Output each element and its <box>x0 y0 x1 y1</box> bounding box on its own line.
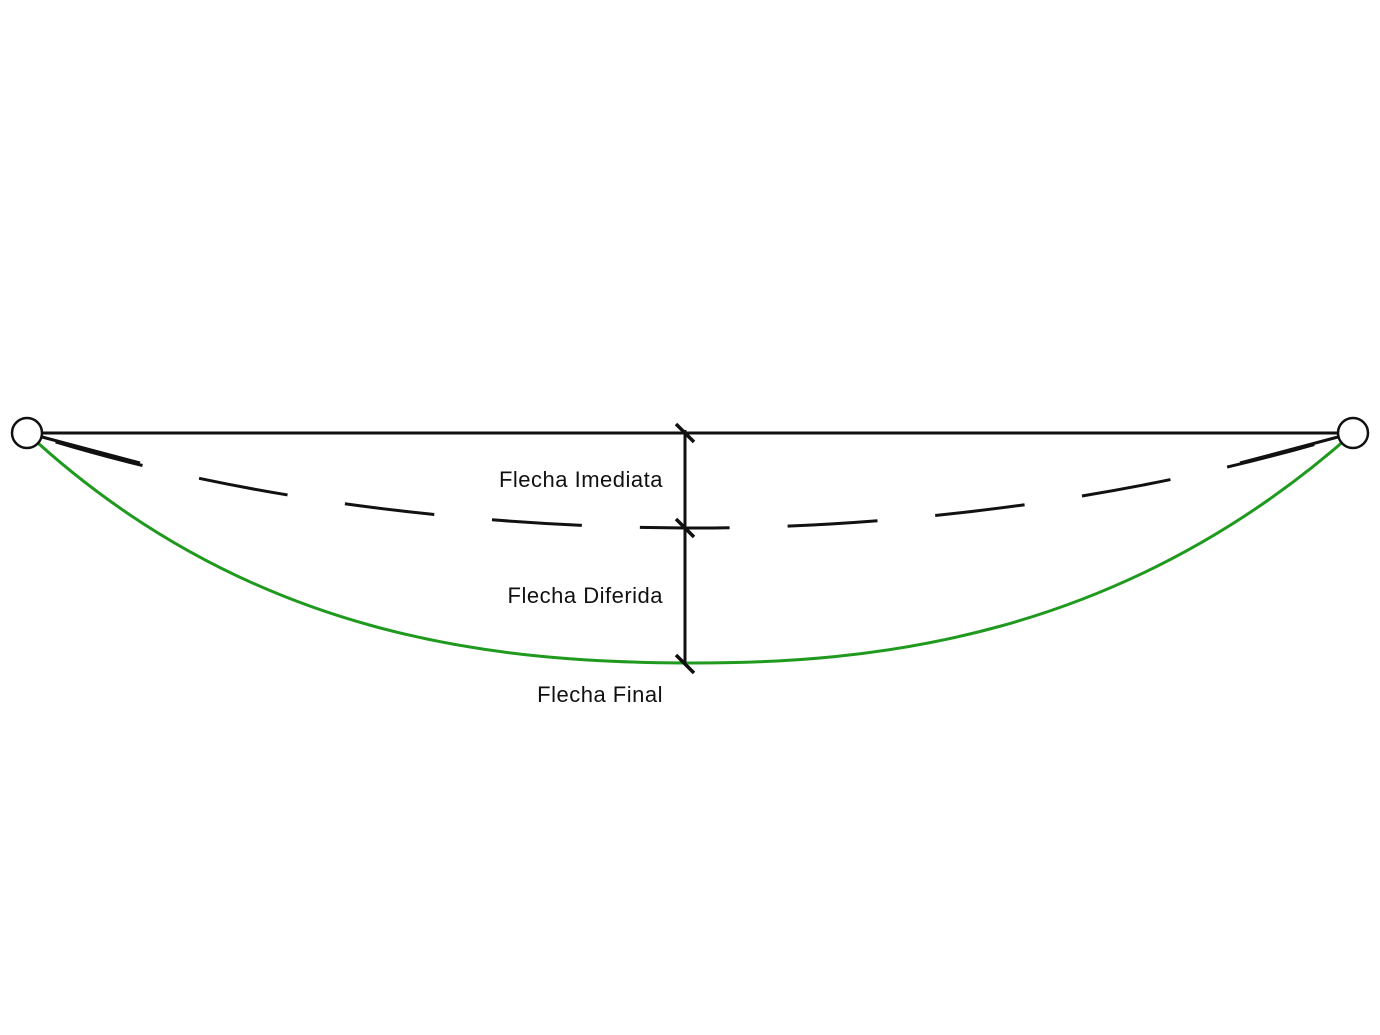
left-support-pin <box>10 416 44 450</box>
left-support-segment <box>26 431 141 465</box>
right-support-pin <box>1336 416 1370 450</box>
label-final-deflection: Flecha Final <box>537 682 663 707</box>
tick-middle <box>674 517 696 539</box>
label-immediate-deflection: Flecha Imediata <box>499 467 663 492</box>
right-support-segment <box>1239 431 1354 465</box>
label-deferred-deflection: Flecha Diferida <box>508 583 664 608</box>
tick-top <box>674 422 696 444</box>
tick-bottom <box>674 653 696 675</box>
immediate-deflection-curve <box>26 431 1354 530</box>
final-deflection-curve <box>25 431 1354 665</box>
